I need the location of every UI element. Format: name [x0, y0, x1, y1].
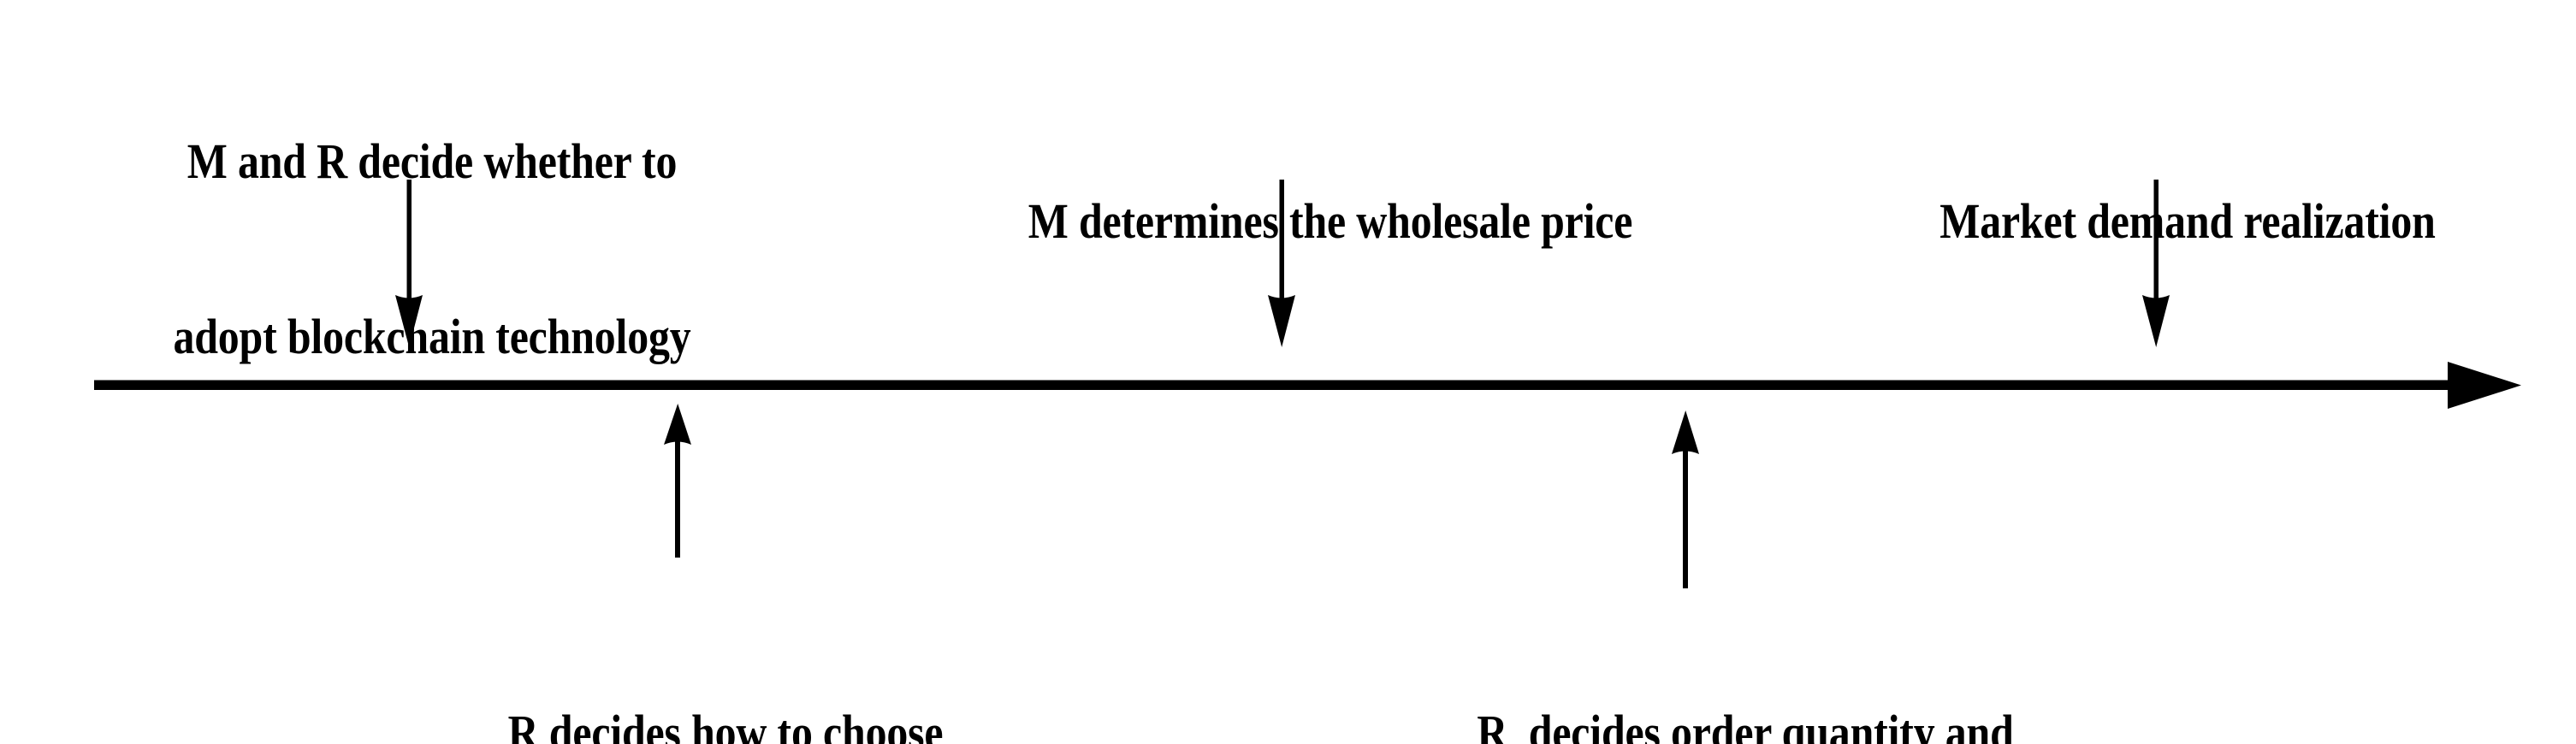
event-label-demand-realization: Market demand realization — [1820, 75, 2555, 368]
up-arrow-order-quantity — [1672, 410, 1699, 588]
up-arrow-sharing-formats — [664, 404, 691, 558]
event-label-order-quantity: R decides order quantity and service lev… — [1341, 587, 2150, 744]
event-label-line: R decides order quantity and — [1477, 704, 2014, 744]
event-label-adopt-blockchain: M and R decide whether to adopt blockcha… — [27, 15, 837, 484]
time-axis-arrowhead — [2448, 362, 2521, 409]
event-label-line: M and R decide whether to — [187, 133, 678, 189]
event-label-line: Market demand realization — [1939, 192, 2436, 249]
event-label-line: R decides how to choose — [507, 704, 944, 744]
down-arrow-adopt-blockchain — [395, 180, 423, 347]
time-axis-line — [94, 380, 2452, 390]
event-label-line: adopt blockchain technology — [173, 309, 691, 365]
down-arrow-wholesale-price — [1268, 180, 1295, 347]
down-arrow-demand-realization — [2142, 180, 2170, 347]
event-label-sharing-formats: R decides how to choose sharing formats — [358, 587, 1093, 744]
time-axis — [94, 362, 2521, 409]
event-label-wholesale-price: M determines the wholesale price — [889, 75, 1772, 368]
event-label-line: M determines the wholesale price — [1027, 192, 1633, 249]
